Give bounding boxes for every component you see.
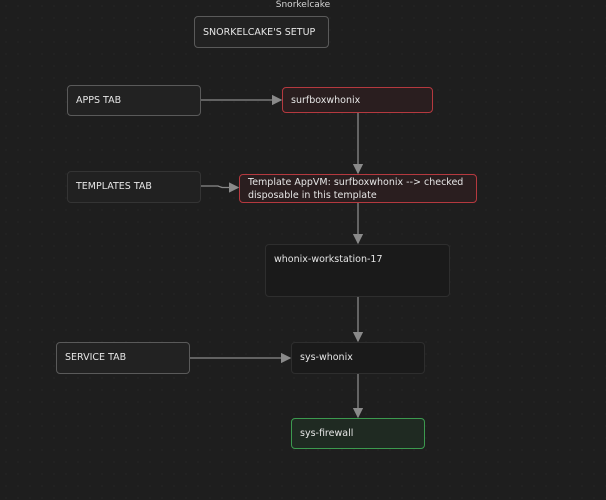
template-appvm-node[interactable]: Template AppVM: surfboxwhonix --> checke… [239, 174, 477, 203]
setup-node[interactable]: SNORKELCAKE'S SETUP [194, 16, 329, 48]
sys-firewall-node[interactable]: sys-firewall [291, 418, 425, 449]
service-tab-node[interactable]: SERVICE TAB [56, 342, 190, 374]
edge-templates-to-template [201, 182, 240, 193]
whonix-workstation-node[interactable]: whonix-workstation-17 [265, 244, 450, 297]
apps-tab-node[interactable]: APPS TAB [67, 85, 201, 116]
templates-tab-node[interactable]: TEMPLATES TAB [67, 171, 201, 203]
sys-whonix-node[interactable]: sys-whonix [291, 342, 425, 374]
surfboxwhonix-node[interactable]: surfboxwhonix [282, 87, 433, 113]
diagram-title: Snorkelcake [275, 0, 331, 10]
